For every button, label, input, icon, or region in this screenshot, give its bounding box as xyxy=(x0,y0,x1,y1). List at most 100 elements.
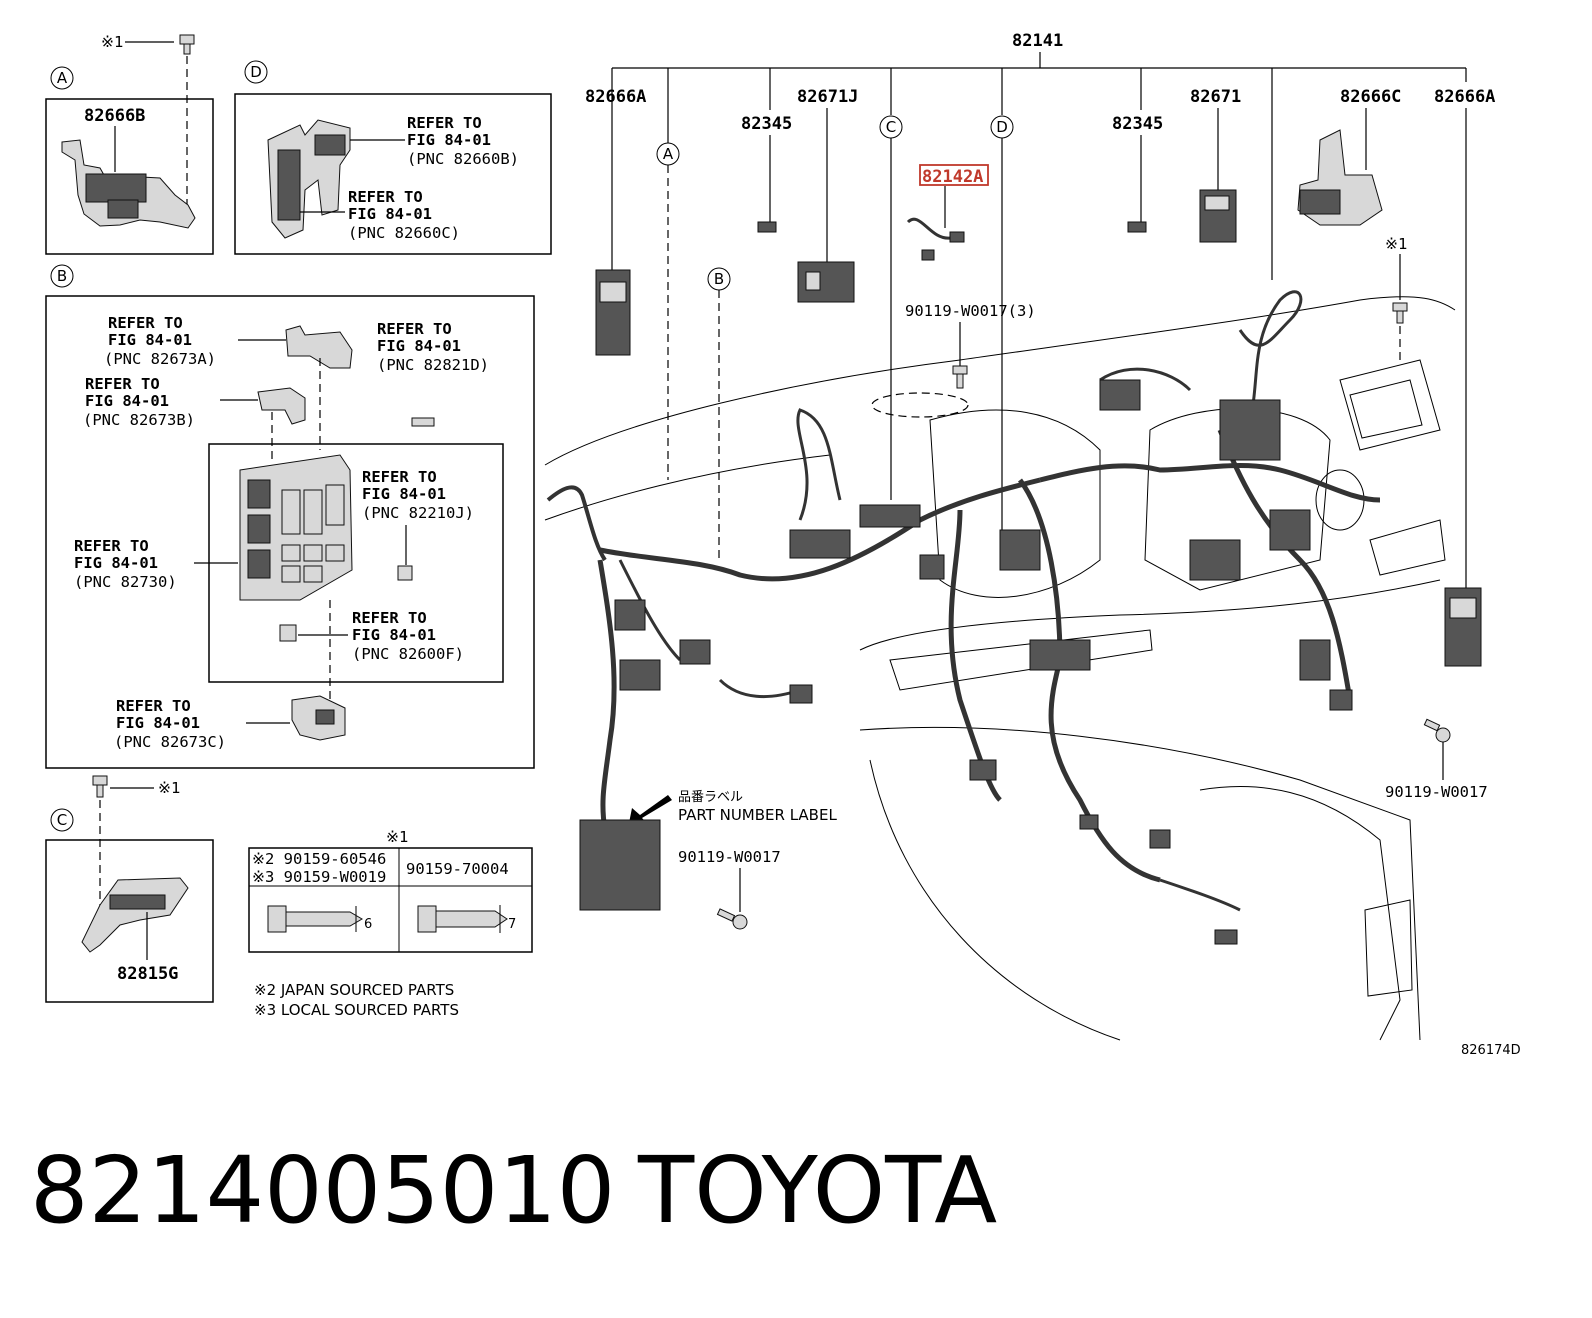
ref-82673a-line1: REFER TO xyxy=(108,314,183,332)
ref-82673c-line2: FIG 84-01 xyxy=(116,714,200,732)
connector-82673a-icon xyxy=(285,325,353,369)
switch-82671-icon xyxy=(1199,189,1237,243)
panel-a-note: ※1 xyxy=(101,33,123,51)
ref-82673b-line1: REFER TO xyxy=(85,375,160,393)
ref-82673c-line1: REFER TO xyxy=(116,697,191,715)
bolt-table-note: ※1 xyxy=(386,828,408,846)
callout-b: B xyxy=(714,270,724,288)
ref-82673a-line3: (PNC 82673A) xyxy=(104,350,216,368)
panel-d-ref1-line3: (PNC 82660B) xyxy=(407,150,519,168)
ref-82730-line2: FIG 84-01 xyxy=(74,554,158,572)
connector-82673b-icon xyxy=(257,387,306,425)
bolt-icon xyxy=(716,908,748,930)
legend-japan-sourced: ※2 JAPAN SOURCED PARTS xyxy=(254,981,454,999)
part-82815g-label: 82815G xyxy=(117,964,178,984)
ref-82600f-line2: FIG 84-01 xyxy=(352,626,436,644)
drawing-number: 826174D xyxy=(1461,1043,1521,1058)
ref-82210j-line3: (PNC 82210J) xyxy=(362,504,474,522)
ref-82210j-line1: REFER TO xyxy=(362,468,437,486)
ref-82600f-line3: (PNC 82600F) xyxy=(352,645,464,663)
ref-82821d-line1: REFER TO xyxy=(377,320,452,338)
part-82671-label: 82671 xyxy=(1190,87,1241,107)
part-82666c-label: 82666C xyxy=(1340,87,1401,107)
panel-d-ref2-line3: (PNC 82660C) xyxy=(348,224,460,242)
fuse-82821d-icon xyxy=(411,417,435,427)
bolt-icon xyxy=(952,365,968,389)
part-number-title: 8214005010 xyxy=(30,1137,615,1244)
legend-local-sourced: ※3 LOCAL SOURCED PARTS xyxy=(254,1001,459,1019)
panel-c: C ※1 82815G xyxy=(45,775,214,1003)
bolt-table-japan-row: ※2 90159-60546 xyxy=(252,850,386,868)
ref-82673b-line3: (PNC 82673B) xyxy=(83,411,195,429)
bracket-82815g-icon xyxy=(81,877,189,953)
switch-82671j-icon xyxy=(797,261,855,303)
note1-right: ※1 xyxy=(1385,235,1407,253)
panel-d-ref2-line1: REFER TO xyxy=(348,188,423,206)
screw-icon xyxy=(92,775,108,798)
callout-d: D xyxy=(996,118,1008,136)
panel-b-letter: B xyxy=(57,267,67,285)
part-82141-label: 82141 xyxy=(1012,31,1063,51)
part-number-label-text: PART NUMBER LABEL xyxy=(678,806,837,824)
bolt-table-local-row: ※3 90159-W0019 xyxy=(252,868,386,886)
ref-82730-line1: REFER TO xyxy=(74,537,149,555)
bolt-7mm-dim: 7 xyxy=(508,917,516,932)
part-82142a-label: 82142A xyxy=(922,167,983,187)
bolt-table: ※1 ※2 90159-60546 ※3 90159-W0019 90159-7… xyxy=(248,828,533,1019)
bolt-90119-w0017-right-label: 90119-W0017 xyxy=(1385,783,1488,801)
relay-82600f-icon xyxy=(279,624,297,642)
connector-82666a-right-icon xyxy=(1444,587,1482,667)
panel-d-ref1-line1: REFER TO xyxy=(407,114,482,132)
bolt-90119-w0017-bottom-label: 90119-W0017 xyxy=(678,848,781,866)
ref-82673a-line2: FIG 84-01 xyxy=(108,331,192,349)
panel-d-letter: D xyxy=(250,63,262,81)
junction-block-82730-icon xyxy=(239,454,353,601)
callout-c: C xyxy=(886,118,896,136)
part-82345-left-label: 82345 xyxy=(741,114,792,134)
bolt-6mm-dim: 6 xyxy=(364,917,372,932)
bolt-icon xyxy=(1423,718,1451,743)
bolt-7mm-icon xyxy=(417,905,508,933)
ref-82600f-line1: REFER TO xyxy=(352,609,427,627)
panel-d-ref2-line2: FIG 84-01 xyxy=(348,205,432,223)
panel-d-ref1-line2: FIG 84-01 xyxy=(407,131,491,149)
part-82671j-label: 82671J xyxy=(797,87,858,107)
ref-82821d-line3: (PNC 82821D) xyxy=(377,356,489,374)
bolt-table-right-header: 90159-70004 xyxy=(406,860,509,878)
connector-82666a-left-icon xyxy=(595,269,631,356)
ref-82821d-line2: FIG 84-01 xyxy=(377,337,461,355)
ref-82730-line3: (PNC 82730) xyxy=(74,573,177,591)
panel-b: B REFER TO FIG 84-01 (PNC 82673A) REFER … xyxy=(45,264,535,769)
part-82666b-label: 82666B xyxy=(84,106,145,126)
panel-d: D REFER TO FIG 84-01 (PNC 82660B) REFER … xyxy=(234,60,552,255)
panel-c-letter: C xyxy=(57,811,67,829)
part-82666a-left-label: 82666A xyxy=(585,87,646,107)
connector-82673c-icon xyxy=(291,695,346,741)
panel-a-letter: A xyxy=(57,69,68,87)
sub-harness-82142a-icon xyxy=(906,217,965,261)
screw-icon xyxy=(179,34,195,55)
ref-82673c-line3: (PNC 82673C) xyxy=(114,733,226,751)
part-82666a-right-label: 82666A xyxy=(1434,87,1495,107)
relay-82210j-icon xyxy=(397,565,413,581)
clip-82345-left-icon xyxy=(757,221,777,233)
callout-a: A xyxy=(663,145,674,163)
bolt-6mm-icon xyxy=(267,905,363,933)
clip-82345-right-icon xyxy=(1127,221,1147,233)
bolt-90119-w0017-3-label: 90119-W0017(3) xyxy=(905,302,1036,320)
bolt-icon xyxy=(1392,302,1408,324)
panel-c-note: ※1 xyxy=(158,779,180,797)
wire-harness-82141-icon xyxy=(546,290,1381,945)
instrument-panel-outline-icon xyxy=(544,296,1456,1041)
brand-title: TOYOTA xyxy=(637,1137,997,1244)
footer: 8214005010 TOYOTA xyxy=(30,1137,997,1244)
part-82345-right-label: 82345 xyxy=(1112,114,1163,134)
bracket-82666b-icon xyxy=(61,139,196,229)
main-assembly: 82141 82666A 82671J 82345 82345 82671 82… xyxy=(544,31,1521,1058)
part-number-label-jp: 品番ラベル xyxy=(678,790,743,805)
bracket-82666c-icon xyxy=(1297,129,1383,226)
ref-82673b-line2: FIG 84-01 xyxy=(85,392,169,410)
relay-block-d-icon xyxy=(267,119,351,239)
